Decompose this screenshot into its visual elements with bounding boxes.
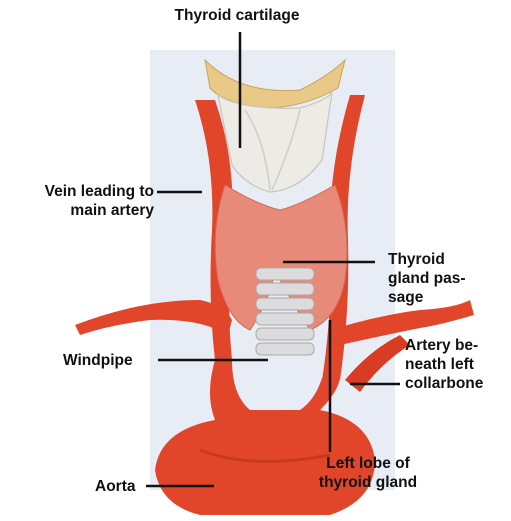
label-aorta: Aorta: [95, 477, 150, 496]
label-vein: Vein leading to main artery: [4, 182, 154, 220]
label-windpipe: Windpipe: [63, 351, 158, 370]
label-left-lobe: Left lobe of thyroid gland: [307, 454, 429, 492]
label-artery-beneath: Artery be- neath left collarbone: [405, 336, 509, 393]
label-thyroid-cartilage: Thyroid cartilage: [127, 6, 347, 25]
label-thyroid-passage: Thyroid gland pas- sage: [388, 250, 498, 307]
